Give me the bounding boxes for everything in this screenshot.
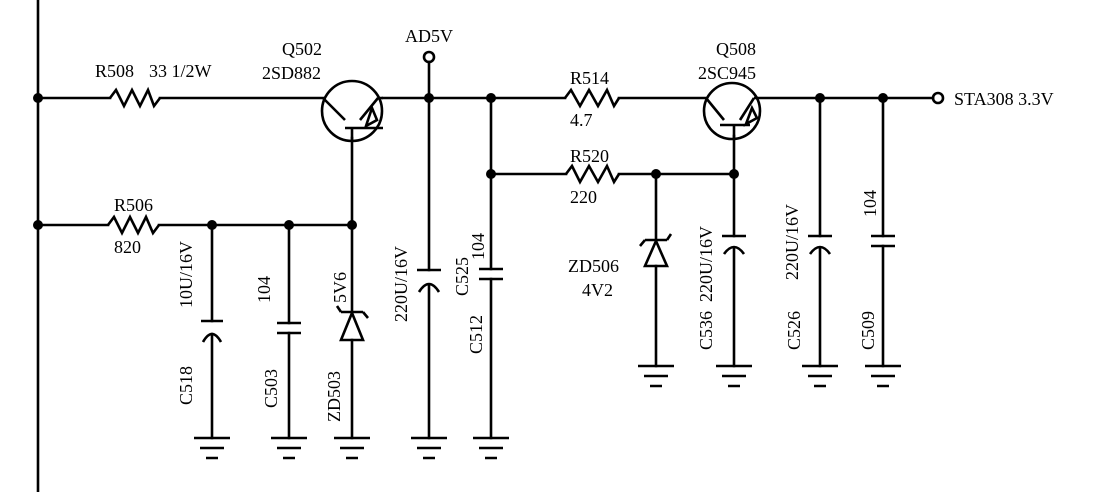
q508-ref-label: Q508 bbox=[716, 39, 756, 59]
c518-value-label: 10U/16V bbox=[176, 241, 196, 308]
junction-dot bbox=[284, 220, 294, 230]
c512-ref-label: C512 bbox=[466, 315, 486, 354]
r520-value-label: 220 bbox=[570, 187, 597, 207]
junction-dot bbox=[729, 169, 739, 179]
q502-ref-label: Q502 bbox=[282, 39, 322, 59]
c503-value-label: 104 bbox=[254, 276, 274, 303]
junction-dot bbox=[424, 93, 434, 103]
zd503-value-label: 5V6 bbox=[330, 272, 350, 303]
transistor-q508 bbox=[702, 81, 762, 141]
resistor-r508 bbox=[108, 86, 162, 109]
junction-dot bbox=[33, 220, 43, 230]
capacitor-c512 bbox=[479, 267, 503, 281]
c512-value-label: 104 bbox=[468, 233, 488, 260]
capacitor-c518 bbox=[201, 319, 223, 343]
q502-part-label: 2SD882 bbox=[262, 63, 321, 83]
zd506-ref-label: ZD506 bbox=[568, 256, 619, 276]
c509-ref-label: C509 bbox=[858, 311, 878, 350]
junction-dot bbox=[207, 220, 217, 230]
capacitor-c526 bbox=[808, 234, 832, 255]
junction-dot bbox=[486, 93, 496, 103]
c503-ref-label: C503 bbox=[261, 369, 281, 408]
resistor-r514 bbox=[563, 87, 621, 109]
zd503-ref-label: ZD503 bbox=[324, 371, 344, 422]
ad5v-net-label: AD5V bbox=[405, 26, 453, 46]
r508-ref-label: R508 bbox=[95, 61, 134, 81]
junction-dot bbox=[33, 93, 43, 103]
capacitor-c503 bbox=[277, 321, 301, 335]
q508-part-label: 2SC945 bbox=[698, 63, 756, 83]
r506-ref-label: R506 bbox=[114, 195, 153, 215]
resistor-r520 bbox=[564, 163, 621, 185]
r508-value-label: 33 1/2W bbox=[149, 61, 212, 81]
c518-ref-label: C518 bbox=[176, 366, 196, 405]
r506-value-label: 820 bbox=[114, 237, 141, 257]
c525-ref-label: C525 bbox=[452, 257, 472, 296]
junction-dot bbox=[815, 93, 825, 103]
ground-symbol bbox=[194, 364, 901, 460]
c536-ref-label: C536 bbox=[696, 311, 716, 350]
zener-zd506 bbox=[639, 233, 673, 268]
zd506-value-label: 4V2 bbox=[582, 280, 613, 300]
output-terminal bbox=[931, 91, 945, 105]
r514-value-label: 4.7 bbox=[570, 110, 593, 130]
c525-value-label: 220U/16V bbox=[391, 246, 411, 322]
capacitor-c509 bbox=[871, 234, 895, 248]
capacitor-c536 bbox=[722, 234, 746, 255]
c536-value-label: 220U/16V bbox=[696, 226, 716, 302]
r514-ref-label: R514 bbox=[570, 68, 609, 88]
resistor-r506 bbox=[106, 213, 161, 236]
c526-value-label: 220U/16V bbox=[782, 204, 802, 280]
c526-ref-label: C526 bbox=[784, 311, 804, 350]
ad5v-terminal bbox=[422, 50, 436, 64]
output-net-label: STA308 3.3V bbox=[954, 89, 1054, 109]
r520-ref-label: R520 bbox=[570, 146, 609, 166]
c509-value-label: 104 bbox=[860, 190, 880, 217]
junction-dot bbox=[347, 220, 357, 230]
junction-dot bbox=[651, 169, 661, 179]
zener-zd503 bbox=[335, 305, 369, 342]
junction-dot bbox=[486, 169, 496, 179]
transistor-q502 bbox=[320, 79, 384, 143]
junction-dot bbox=[878, 93, 888, 103]
capacitor-c525 bbox=[417, 268, 441, 293]
